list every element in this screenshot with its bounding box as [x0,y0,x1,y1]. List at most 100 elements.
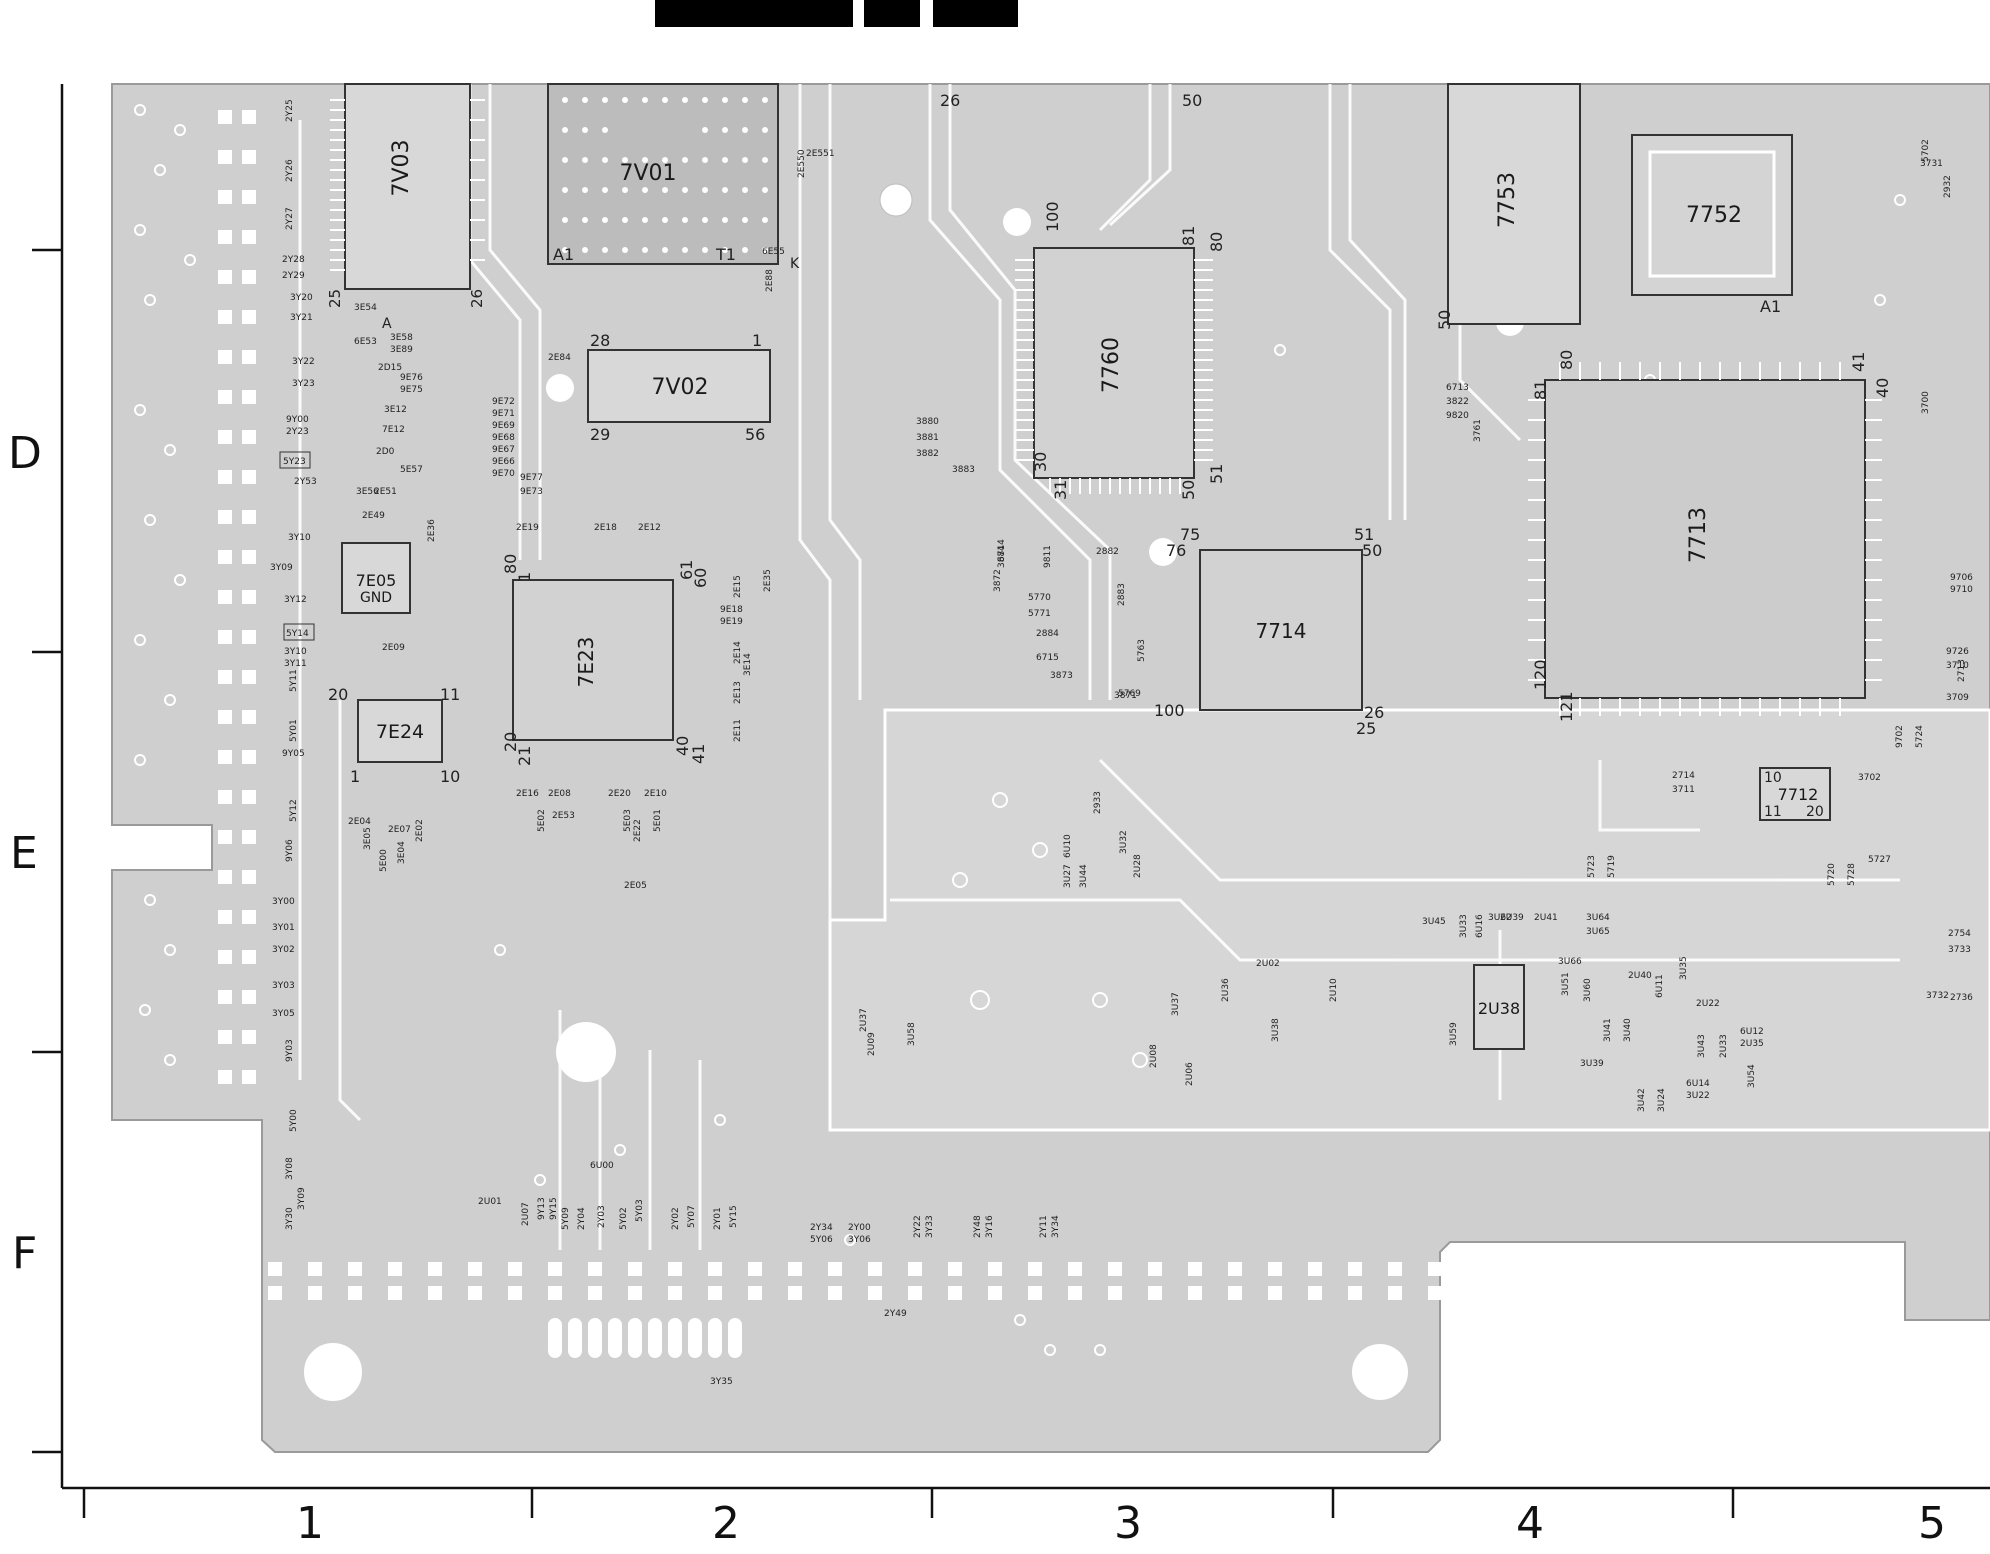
ic-7753: 7753 [1447,83,1581,325]
ref: 5Y00 [289,1109,299,1132]
ref: 2E09 [382,643,405,653]
ref: 5Y03 [635,1199,645,1222]
ref: 5724 [1915,725,1925,748]
ref: 9Y05 [282,749,305,759]
ref: 3Y22 [292,357,315,367]
ic-7e24: 7E24 20 11 1 10 [328,685,460,786]
ref: 9811 [1043,545,1053,568]
ic-7e05: 7E05 GND [341,542,411,614]
ref: 3E89 [390,345,413,355]
pin-label: 1 [515,572,534,582]
column-label-5: 5 [1918,1498,1946,1549]
ref: 3U32 [1119,830,1129,854]
ref: 3710 [1946,661,1969,671]
ref: 5E00 [379,849,389,872]
ref: 2Y04 [577,1207,587,1230]
ic-7e23: 7E23 61 60 80 1 20 21 40 41 [501,554,710,766]
pin-label: 50 [1179,480,1198,500]
pin-label: 121 [1557,691,1576,722]
ref: 5E57 [400,465,423,475]
ref: 3U35 [1679,956,1689,980]
diode-anode-mark: A [382,316,392,332]
ref: 5Y14 [286,629,309,639]
ref: 5Y02 [619,1207,629,1230]
ref: 3U27 [1063,864,1073,888]
ref: 9E77 [520,473,543,483]
pin-label: 20 [328,685,348,704]
ref: 5Y09 [561,1207,571,1230]
row-label-e: E [10,828,38,879]
ref: 5769 [1118,689,1141,699]
ref: 2U22 [1696,999,1720,1009]
ref: 2E13 [733,681,743,704]
ref: 3Y33 [925,1215,935,1238]
ref: 3U60 [1583,978,1593,1002]
pin-label: 25 [326,289,344,308]
ref: 2714 [1672,771,1695,781]
ic-7712-label: 7712 [1778,785,1819,804]
pin-label: 1 [350,767,360,786]
ref: 2U35 [1740,1039,1764,1049]
ref: 2E07 [388,825,411,835]
pin-label: 76 [1166,541,1186,560]
ref: 2U08 [1149,1044,1159,1068]
ic-7e24-label: 7E24 [376,721,424,743]
ref: 2Y00 [848,1223,871,1233]
ref: 2U36 [1221,978,1231,1002]
ref: 2E04 [348,817,371,827]
ref: 3U51 [1561,972,1571,996]
ref: 2E51 [374,487,397,497]
ref: 2E18 [594,523,617,533]
ref: 3Y10 [284,647,307,657]
ref: 3U54 [1747,1064,1757,1088]
ref: 3U39 [1580,1059,1604,1069]
ic-7752-label: 7752 [1686,203,1742,228]
ref: 3U24 [1657,1088,1667,1112]
ref: 3Y21 [290,313,313,323]
ref: 5719 [1607,855,1617,878]
ref: 6U16 [1475,914,1485,938]
ref: 2883 [1117,583,1127,606]
ref: 3U66 [1558,957,1582,967]
vias [134,104,1906,1356]
ref: 3881 [916,433,939,443]
ref: 5Y01 [289,719,299,742]
left-connector-pads [218,110,256,1084]
ref: 2884 [1036,629,1059,639]
ref: 9Y06 [285,839,295,862]
ic-7v03-label: 7V03 [389,139,414,196]
diode-cathode-mark: K [790,256,800,272]
ref: 6U10 [1063,834,1073,858]
ref: 2E02 [415,819,425,842]
ic-7e05-label: 7E05 [356,571,397,590]
ref: 9E66 [492,457,515,467]
pin-label: 25 [1356,719,1376,738]
ic-7v03: 7V03 25 26 [326,83,486,308]
pin-label: 80 [501,554,520,574]
ref: 9E18 [720,605,743,615]
ref: 9E70 [492,469,515,479]
ref: 9E68 [492,433,515,443]
ref: 3U59 [1449,1022,1459,1046]
ref: 3Y34 [1051,1215,1061,1238]
pin-label: 26 [1364,703,1384,722]
ref: 3E54 [354,303,377,313]
ref: 2U40 [1628,971,1652,981]
ic-7753-label: 7753 [1495,172,1520,228]
ref: 2U39 [1500,913,1524,923]
ref: 3Y10 [288,533,311,543]
ref: 3822 [1446,397,1469,407]
pin-label-t1: T1 [715,245,736,264]
ref: 2E19 [516,523,539,533]
silkscreen-layer: 2Y25 2Y26 2Y27 2Y28 2Y29 3Y20 3Y21 3Y22 … [270,99,1973,1387]
pin-label: 51 [1354,525,1374,544]
ref: 3Y16 [985,1215,995,1238]
ref: 2754 [1948,929,1971,939]
ref: 9702 [1895,725,1905,748]
column-label-2: 2 [712,1498,740,1549]
ic-7760: 7760 100 81 80 30 31 50 51 [1015,201,1226,500]
pin-label: 60 [691,568,710,588]
ref: 3Y00 [272,897,295,907]
ref: 9Y15 [549,1197,559,1220]
ref: 3U44 [1079,864,1089,888]
